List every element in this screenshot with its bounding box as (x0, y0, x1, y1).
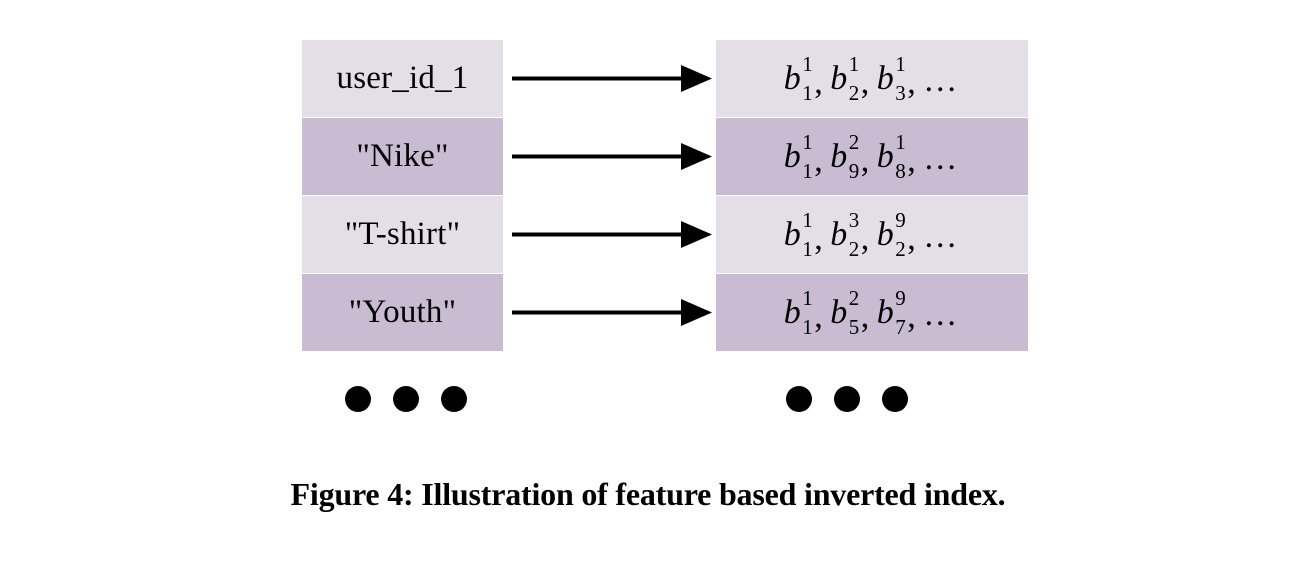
arrow-right-icon (512, 299, 712, 326)
posting-term: b 1 2 (830, 52, 860, 105)
posting-term: b 1 8 (876, 130, 907, 183)
posting-term: b 2 9 (830, 130, 860, 183)
right-continuation-dots (786, 386, 908, 412)
posting-separator: , (907, 141, 917, 179)
posting-term: b 1 1 (783, 52, 814, 105)
posting-separator: , (860, 219, 870, 257)
dot-icon (834, 386, 860, 412)
posting-ellipsis: … (923, 139, 961, 177)
posting-term: b 3 2 (830, 208, 860, 261)
posting-list: b 1 1 , b 3 2 , b 9 (783, 208, 961, 261)
posting-term: b 1 1 (783, 130, 814, 183)
posting-term: b 9 7 (876, 286, 907, 339)
dot-icon (786, 386, 812, 412)
index-row: "Youth" b 1 1 , b 2 5 (0, 274, 1296, 351)
feature-key-cell: "T-shirt" (302, 196, 503, 273)
feature-key-label: "Youth" (348, 294, 457, 330)
posting-list: b 1 1 , b 1 2 , b 1 (783, 52, 961, 105)
posting-list-cell: b 1 1 , b 1 2 , b 1 (716, 40, 1028, 117)
posting-list-cell: b 1 1 , b 3 2 , b 9 (716, 196, 1028, 273)
figure-caption: Figure 4: Illustration of feature based … (290, 476, 1006, 512)
dot-icon (441, 386, 467, 412)
posting-separator: , (860, 63, 870, 101)
posting-separator: , (814, 63, 824, 101)
posting-separator: , (814, 141, 824, 179)
posting-list-cell: b 1 1 , b 2 9 , b 1 (716, 118, 1028, 195)
posting-separator: , (907, 297, 917, 335)
posting-term: b 1 3 (876, 52, 907, 105)
dot-icon (882, 386, 908, 412)
posting-separator: , (860, 297, 870, 335)
index-row: user_id_1 b 1 1 , b 1 2 (0, 40, 1296, 117)
left-continuation-dots (345, 386, 467, 412)
arrow-right-icon (512, 65, 712, 92)
feature-key-label: "T-shirt" (344, 216, 461, 252)
arrow-right-icon (512, 143, 712, 170)
posting-separator: , (814, 219, 824, 257)
arrow-right-icon (512, 221, 712, 248)
posting-term: b 2 5 (830, 286, 860, 339)
posting-separator: , (907, 63, 917, 101)
posting-list: b 1 1 , b 2 5 , b 9 (783, 286, 961, 339)
feature-key-cell: user_id_1 (302, 40, 503, 117)
posting-ellipsis: … (923, 61, 961, 99)
index-row: "T-shirt" b 1 1 , b 3 2 (0, 196, 1296, 273)
posting-separator: , (907, 219, 917, 257)
posting-list: b 1 1 , b 2 9 , b 1 (783, 130, 961, 183)
posting-ellipsis: … (923, 217, 961, 255)
feature-key-label: "Nike" (356, 138, 449, 174)
dot-icon (345, 386, 371, 412)
posting-separator: , (860, 141, 870, 179)
posting-ellipsis: … (923, 295, 961, 333)
index-row: "Nike" b 1 1 , b 2 9 (0, 118, 1296, 195)
posting-term: b 1 1 (783, 208, 814, 261)
feature-key-label: user_id_1 (336, 60, 469, 96)
posting-term: b 9 2 (876, 208, 907, 261)
feature-key-cell: "Youth" (302, 274, 503, 351)
posting-term: b 1 1 (783, 286, 814, 339)
dot-icon (393, 386, 419, 412)
feature-key-cell: "Nike" (302, 118, 503, 195)
posting-list-cell: b 1 1 , b 2 5 , b 9 (716, 274, 1028, 351)
posting-separator: , (814, 297, 824, 335)
